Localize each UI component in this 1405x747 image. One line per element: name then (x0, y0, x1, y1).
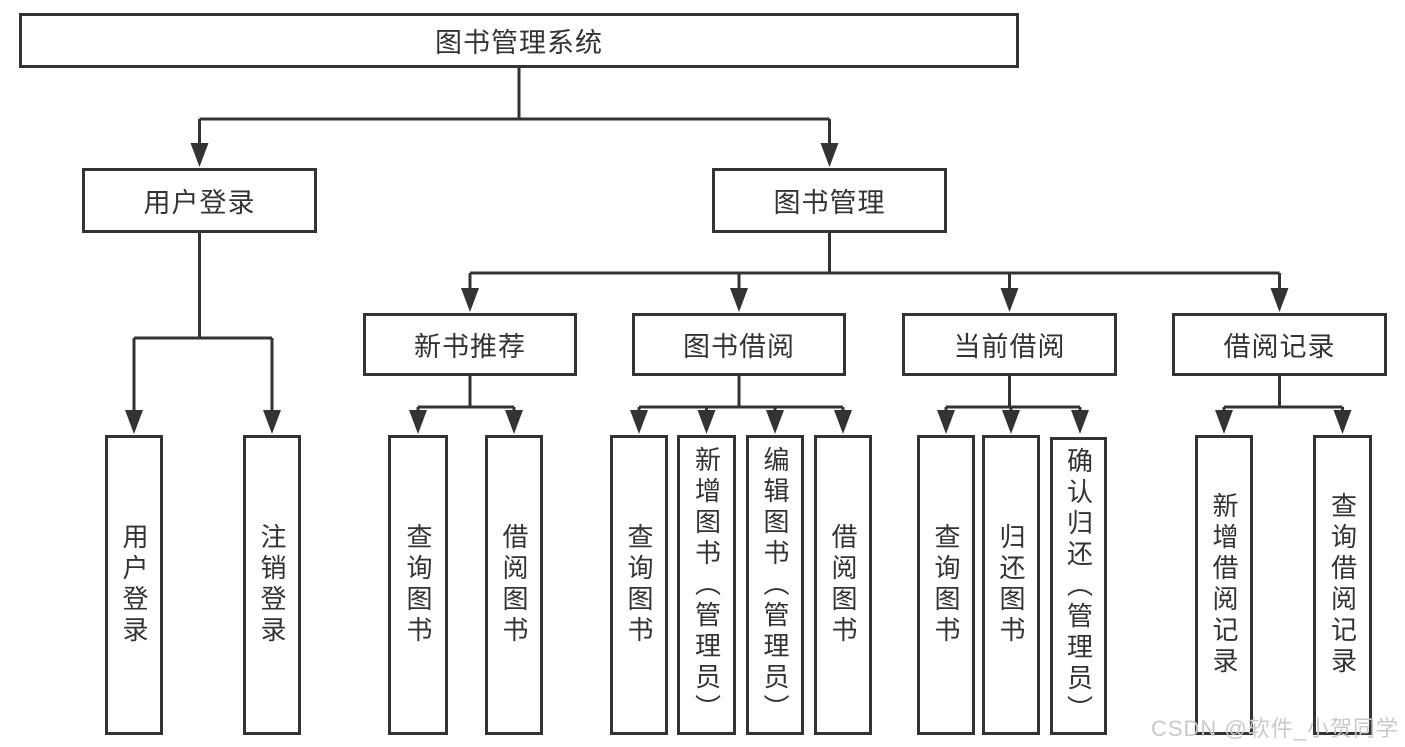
node-label: 借阅记录 (1223, 332, 1336, 362)
node-label: 归还图书 (996, 523, 1026, 647)
leaf-current-return-books: 归还图书 (982, 435, 1040, 735)
leaf-current-query-books: 查询图书 (917, 435, 975, 735)
node-label: 借阅图书 (828, 523, 858, 647)
node-label: 借阅图书 (499, 523, 529, 647)
node-label: 图书借阅 (683, 332, 795, 362)
node-label: 确认归还（管理员） (1063, 446, 1094, 726)
leaf-records-add-record: 新增借阅记录 (1195, 435, 1253, 735)
leaf-borrowing-edit-books-admin: 编辑图书（管理员） (746, 435, 804, 735)
node-label: 注销登录 (257, 523, 287, 647)
node-label: 查询图书 (624, 523, 654, 647)
node-label: 用户登录 (143, 188, 256, 218)
node-label: 新增借阅记录 (1209, 492, 1239, 678)
leaf-borrowing-query-books: 查询图书 (610, 435, 668, 735)
leaf-newbook-query-books: 查询图书 (388, 435, 448, 735)
leaf-borrowing-add-books-admin: 新增图书（管理员） (677, 435, 736, 735)
node-label: 图书管理 (773, 188, 886, 218)
node-label: 新书推荐 (414, 332, 526, 362)
node-label: 新增图书（管理员） (691, 445, 722, 725)
leaf-newbook-borrow-books: 借阅图书 (485, 435, 543, 735)
csdn-watermark: CSDN @软件_小贺同学 (1150, 716, 1399, 741)
node-book-management: 图书管理 (712, 168, 947, 233)
node-label: 查询图书 (931, 523, 961, 647)
node-borrowing-records: 借阅记录 (1172, 313, 1387, 376)
node-label: 当前借阅 (953, 332, 1066, 362)
node-library-management-system: 图书管理系统 (19, 13, 1019, 68)
leaf-records-query-record: 查询借阅记录 (1313, 435, 1372, 735)
leaf-user-login: 用户登录 (105, 435, 163, 735)
leaf-logout: 注销登录 (243, 435, 301, 735)
node-label: 查询借阅记录 (1327, 492, 1358, 678)
leaf-current-confirm-return-admin: 确认归还（管理员） (1050, 437, 1107, 735)
node-label: 图书管理系统 (435, 28, 603, 58)
leaf-borrowing-borrow-books: 借阅图书 (814, 435, 872, 735)
node-label: 查询图书 (403, 523, 433, 647)
node-book-borrowing: 图书借阅 (632, 313, 846, 376)
node-label: 编辑图书（管理员） (760, 445, 790, 725)
node-label: 用户登录 (119, 523, 149, 647)
node-current-borrowing: 当前借阅 (902, 313, 1117, 376)
node-user-login: 用户登录 (82, 168, 317, 233)
node-new-book-recommend: 新书推荐 (363, 313, 577, 376)
